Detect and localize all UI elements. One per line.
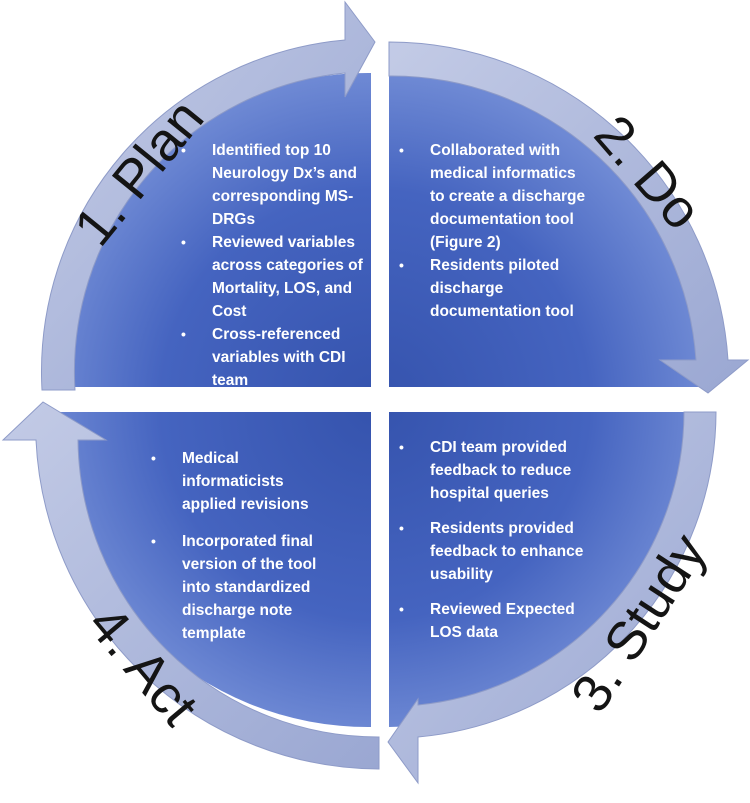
plan-arrow bbox=[41, 0, 376, 391]
study-arrow bbox=[387, 411, 717, 785]
do-bullet: Collaborated with medical informatics to… bbox=[399, 139, 587, 254]
do-arrow bbox=[388, 41, 750, 394]
study-bullet: Residents provided feedback to enhance u… bbox=[399, 517, 585, 586]
study-bullet: CDI team provided feedback to reduce hos… bbox=[399, 436, 585, 505]
study-bullet-list: CDI team provided feedback to reduce hos… bbox=[399, 436, 585, 644]
act-bullet: Medical informaticists applied revisions bbox=[151, 447, 341, 516]
plan-bullet: Cross-referenced variables with CDI team bbox=[181, 323, 367, 392]
act-bullet: Incorporated final version of the tool i… bbox=[151, 530, 341, 645]
act-arrow bbox=[1, 401, 380, 770]
plan-bullet-list: Identified top 10 Neurology Dx’s and cor… bbox=[181, 139, 367, 392]
plan-bullet: Identified top 10 Neurology Dx’s and cor… bbox=[181, 139, 367, 231]
plan-bullet: Reviewed variables across categories of … bbox=[181, 231, 367, 323]
do-bullet-list: Collaborated with medical informatics to… bbox=[399, 139, 587, 323]
do-bullet: Residents piloted discharge documentatio… bbox=[399, 254, 587, 323]
study-bullet: Reviewed Expected LOS data bbox=[399, 598, 585, 644]
act-bullet-list: Medical informaticists applied revisions… bbox=[151, 447, 341, 645]
